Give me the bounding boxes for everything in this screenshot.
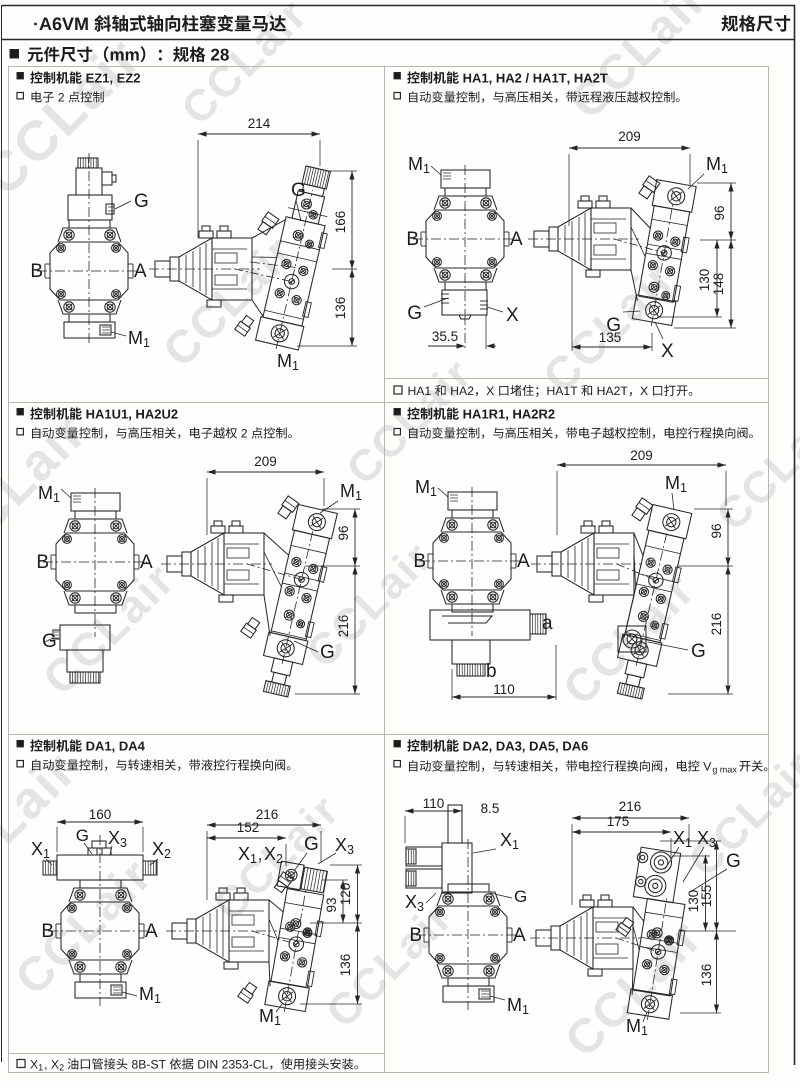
svg-text:A: A — [517, 551, 530, 572]
svg-text:X: X — [506, 305, 519, 326]
svg-text:A: A — [510, 229, 523, 250]
svg-text:G: G — [134, 191, 149, 212]
svg-text:A: A — [145, 921, 158, 942]
svg-text:152: 152 — [237, 820, 260, 835]
svg-text:B: B — [36, 552, 49, 573]
svg-text:216: 216 — [619, 799, 642, 814]
svg-text:G: G — [304, 834, 319, 855]
svg-text:b: b — [486, 661, 497, 682]
svg-text:214: 214 — [248, 116, 271, 131]
svg-text:a: a — [542, 613, 553, 634]
svg-text:209: 209 — [618, 129, 641, 144]
svg-text:209: 209 — [630, 448, 653, 463]
svg-text:136: 136 — [699, 964, 714, 987]
svg-text:35.5: 35.5 — [432, 329, 458, 344]
svg-text:G: G — [76, 826, 89, 845]
svg-text:148: 148 — [711, 273, 726, 296]
svg-text:136: 136 — [333, 297, 348, 320]
svg-text:120: 120 — [338, 883, 353, 906]
svg-text:G: G — [691, 641, 706, 662]
svg-text:X: X — [661, 341, 674, 362]
svg-text:B: B — [30, 261, 43, 282]
svg-text:93: 93 — [324, 897, 339, 912]
svg-text:B: B — [41, 921, 54, 942]
svg-text:96: 96 — [336, 525, 351, 540]
svg-text:96: 96 — [709, 523, 724, 538]
svg-text:G: G — [291, 180, 306, 201]
svg-text:B: B — [409, 925, 422, 946]
svg-text:G: G — [726, 851, 741, 872]
svg-text:8.5: 8.5 — [481, 801, 500, 816]
svg-text:166: 166 — [333, 211, 348, 234]
svg-text:B: B — [413, 551, 426, 572]
svg-text:160: 160 — [89, 807, 112, 822]
svg-text:216: 216 — [336, 615, 351, 638]
svg-text:110: 110 — [493, 682, 515, 697]
svg-text:216: 216 — [709, 613, 724, 636]
svg-text:G: G — [514, 887, 527, 906]
svg-text:136: 136 — [338, 954, 353, 977]
svg-text:G: G — [320, 642, 335, 663]
svg-text:A: A — [513, 925, 526, 946]
svg-text:,: , — [258, 845, 263, 864]
svg-text:155: 155 — [699, 885, 714, 908]
svg-text:130: 130 — [697, 269, 712, 292]
svg-text:110: 110 — [423, 796, 445, 811]
svg-text:A: A — [134, 261, 147, 282]
svg-text:A: A — [140, 552, 153, 573]
svg-text:175: 175 — [607, 814, 630, 829]
svg-text:G: G — [42, 631, 57, 652]
svg-text:135: 135 — [599, 330, 622, 345]
svg-text:96: 96 — [712, 205, 727, 220]
svg-text:209: 209 — [254, 454, 277, 469]
svg-text:G: G — [407, 303, 422, 324]
svg-text:B: B — [406, 229, 419, 250]
